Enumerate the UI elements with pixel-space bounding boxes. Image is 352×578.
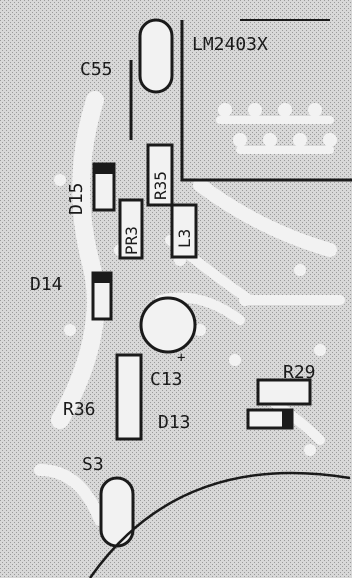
pr3-label: PR3 <box>122 226 141 255</box>
l3-outline <box>170 203 198 259</box>
c13-outline <box>139 296 197 354</box>
l3-label: L3 <box>175 229 194 248</box>
d15-label: D15 <box>66 182 87 215</box>
pr3-outline <box>118 198 144 260</box>
r36-label: R36 <box>63 399 96 420</box>
ic-label: LM2403X <box>192 34 268 55</box>
c55-label: C55 <box>80 59 113 80</box>
ic-outline <box>180 20 352 182</box>
d14-label: D14 <box>30 274 63 295</box>
r36-outline <box>115 353 143 441</box>
c13-label: C13 <box>150 369 183 390</box>
c55-capacitor-outline <box>138 18 174 94</box>
c13-polarity-mark: + <box>177 350 185 366</box>
r29-label: R29 <box>283 362 316 383</box>
r29-outline <box>256 378 312 406</box>
r35-outline <box>146 143 174 207</box>
board-arc-outline <box>88 471 351 578</box>
s3-label: S3 <box>82 454 104 475</box>
r35-label: R35 <box>151 171 170 200</box>
diode-band-small <box>282 410 292 428</box>
s3-outline <box>99 476 135 548</box>
d15-cathode-band <box>94 164 114 174</box>
d13-label: D13 <box>158 412 191 433</box>
d14-cathode-band <box>93 273 111 283</box>
